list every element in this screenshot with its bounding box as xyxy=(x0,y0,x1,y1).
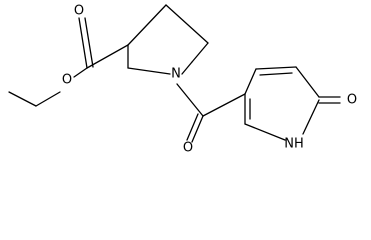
atom-label-ester-single-o: O xyxy=(62,73,72,88)
bond-ethyl-ch2-o xyxy=(35,91,61,107)
bond-pyridone-c2-n xyxy=(302,99,320,135)
atom-label-piperidine-n: N xyxy=(171,67,181,82)
bond-piperidine-c4-c5 xyxy=(165,4,209,44)
bond-ester-to-ring xyxy=(86,44,129,69)
bond-ester-carbonyl-a xyxy=(78,17,88,69)
bond-pyridone-c4-c3 xyxy=(255,66,297,70)
bond-pyridone-c3-c2 xyxy=(295,66,320,98)
bond-o-ester-carbon xyxy=(73,67,88,78)
bond-piperidine-c3-c4 xyxy=(127,4,167,46)
bond-pyridone-c4-c3-inner xyxy=(259,72,293,76)
bond-amide-carbonyl-b xyxy=(186,113,199,141)
bond-ethyl-ch3-ch2 xyxy=(8,91,37,107)
bond-ester-carbonyl-b xyxy=(84,17,94,68)
bond-piperidine-c6-n xyxy=(181,61,193,75)
bond-piperidine-c5-c6 xyxy=(191,42,209,63)
atom-label-pyridone-nh: NH xyxy=(284,137,304,152)
atom-label-amide-o: O xyxy=(183,141,193,156)
bond-pyridone-n-c6 xyxy=(244,123,286,141)
structure-diagram: O O N O O NH xyxy=(8,4,357,156)
bond-pyridone-c5-c4 xyxy=(244,68,257,95)
bond-amide-to-pyridone xyxy=(202,93,246,117)
atom-label-pyridone-o: O xyxy=(347,93,357,108)
bond-piperidine-n-c2 xyxy=(127,67,171,75)
bond-amide-carbonyl-a xyxy=(191,115,204,143)
bond-n-to-amide-carbon xyxy=(176,83,204,117)
atom-label-ester-carbonyl-o: O xyxy=(74,4,84,19)
